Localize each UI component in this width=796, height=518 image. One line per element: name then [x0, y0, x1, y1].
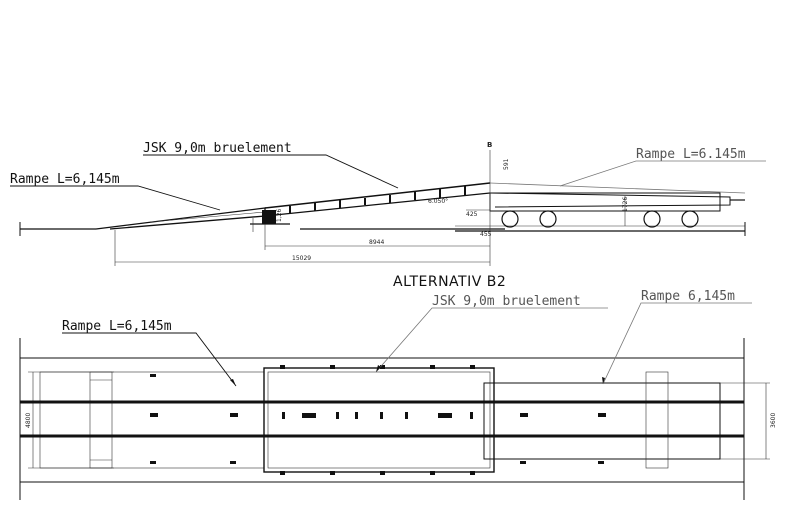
- wheel-4: [681, 210, 699, 228]
- dim-angle: 6.050°: [428, 198, 448, 205]
- plan-ramp-left-label: Rampe L=6,145m: [62, 319, 172, 334]
- right-ramp-top: [489, 182, 746, 194]
- dim-d2: 425: [466, 211, 478, 218]
- section-b-marker: B: [487, 141, 492, 149]
- plan-fittings: [150, 365, 606, 475]
- leader-ramp-left: [10, 185, 221, 211]
- plan-bridge-label: JSK 9,0m bruelement: [432, 294, 581, 309]
- leader-plan-ramp-left: [62, 332, 237, 387]
- elevation-bridge-label: JSK 9,0m bruelement: [143, 141, 292, 156]
- plan-view: 4800 3600: [19, 289, 777, 500]
- dim-d5: 455: [480, 231, 492, 238]
- plan-right-ramp: [483, 382, 721, 460]
- wheel-3: [643, 210, 661, 228]
- drawing-title: ALTERNATIV B2: [393, 274, 506, 290]
- plan-rails: [20, 400, 744, 438]
- bridge-bottom-chord: [264, 192, 491, 217]
- dim-d1: 1,26: [276, 208, 283, 222]
- leader-plan-ramp-right: [602, 302, 752, 385]
- bridge-top-chord: [264, 182, 491, 209]
- left-ramp: [95, 207, 266, 230]
- plan-dim-left-width: 4800: [25, 413, 32, 428]
- plan-left-ramp: [39, 371, 265, 469]
- plan-bridge-inner: [267, 371, 491, 469]
- dim-d3: 591: [503, 158, 510, 170]
- wheel-2: [539, 210, 557, 228]
- elevation-ramp-right-label: Rampe L=6.145m: [636, 147, 746, 162]
- elevation-ramp-left-label: Rampe L=6,145m: [10, 172, 120, 187]
- left-ramp-inner: [149, 211, 266, 223]
- leader-bridge: [143, 154, 399, 189]
- plan-left-ramp-end: [89, 371, 113, 469]
- bridge-stiffeners: [289, 186, 466, 213]
- elevation-dimensions: 15029 8944 6.050° 1,26 425 591 1726 455: [114, 158, 629, 266]
- right-ramp-body: [489, 192, 731, 208]
- leader-plan-bridge: [375, 307, 608, 373]
- wagon-wheels: [501, 210, 699, 228]
- plan-ramp-right-label: Rampe 6,145m: [641, 289, 735, 304]
- left-bearing-block: [262, 210, 276, 224]
- leader-ramp-right: [559, 160, 766, 187]
- dim-middle: 8944: [369, 239, 384, 246]
- plan-bridge: [263, 367, 495, 473]
- dim-d4: 1726: [622, 197, 629, 212]
- elevation-view: B 15029 8944 6.050° 1,26 425 591 1726 45…: [10, 141, 766, 266]
- dim-total: 15029: [292, 255, 311, 262]
- plan-dim-right-width: 3600: [770, 413, 777, 428]
- plan-right-ramp-end: [645, 371, 669, 469]
- wagon-body: [489, 192, 721, 212]
- wheel-1: [501, 210, 519, 228]
